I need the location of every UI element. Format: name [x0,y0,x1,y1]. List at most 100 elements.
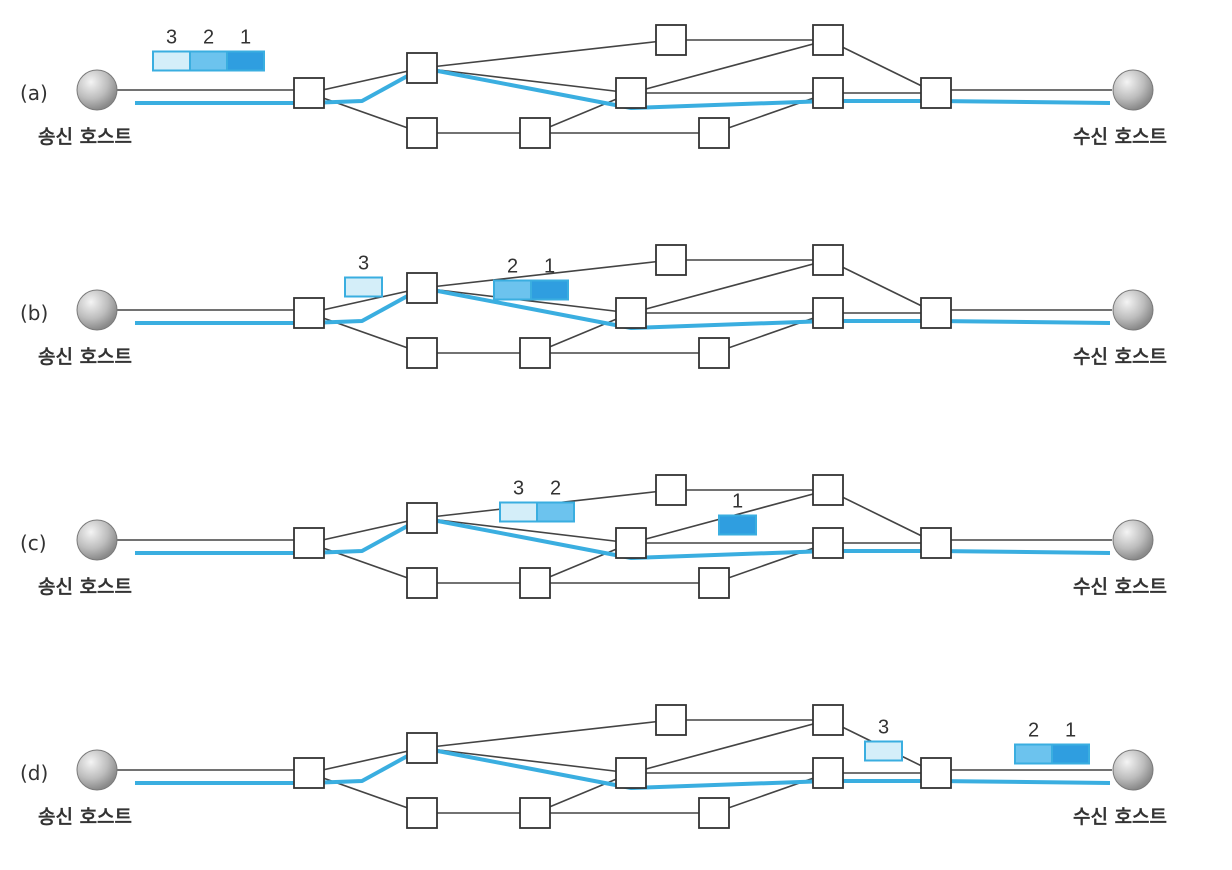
packet-number-3: 3 [358,253,369,275]
packet-1 [1051,743,1090,765]
router-node [615,527,647,559]
router-node [406,52,438,84]
router-node [406,117,438,149]
receiver-host-label: 수신 호스트 [1073,346,1167,368]
router-node [920,527,952,559]
network-link [713,92,829,134]
network-link [534,772,632,814]
network-link [308,542,423,584]
network-link [630,259,829,314]
sender-host [76,519,118,561]
router-node [406,337,438,369]
router-node [812,244,844,276]
network-link [308,517,423,544]
sender-host-label: 송신 호스트 [38,126,132,148]
router-node [615,77,647,109]
router-node [655,474,687,506]
packet-number-1: 1 [732,491,743,513]
panel-c: (c) 송신 호스트 수신 호스트 3 2 1 [20,474,1167,599]
network-link [534,92,632,134]
router-node [812,24,844,56]
router-node [698,797,730,829]
receiver-host [1112,749,1154,791]
router-node [655,704,687,736]
network-link [421,67,632,94]
network-link [713,312,829,354]
packet-3 [499,501,538,523]
network-link [827,259,937,314]
receiver-host-label: 수신 호스트 [1073,806,1167,828]
router-node [812,704,844,736]
packet-3 [864,740,903,762]
packet-3 [344,276,383,298]
network-link [308,287,423,314]
router-node [406,732,438,764]
receiver-host-label: 수신 호스트 [1073,126,1167,148]
router-node [615,757,647,789]
network-link [308,67,423,94]
router-node [698,337,730,369]
network-link [421,39,672,69]
receiver-host [1112,69,1154,111]
packet-1 [226,50,265,72]
network-link [421,259,672,289]
sender-host-label: 송신 호스트 [38,576,132,598]
router-node [406,797,438,829]
router-node [519,797,551,829]
receiver-host [1112,289,1154,331]
network-link [630,719,829,774]
network-link [827,39,937,94]
router-node [293,77,325,109]
router-node [519,337,551,369]
packet-number-2: 2 [1028,720,1039,742]
packet-number-2: 2 [203,27,214,49]
router-node [519,567,551,599]
network-link [421,747,632,774]
router-node [293,757,325,789]
network-link [713,772,829,814]
network-link [713,542,829,584]
packet-number-1: 1 [544,256,555,278]
packet-2 [189,50,228,72]
router-node [920,757,952,789]
network-link [827,489,937,544]
network-link [421,719,672,749]
sender-host [76,289,118,331]
router-node [812,527,844,559]
router-node [812,77,844,109]
packet-number-3: 3 [166,27,177,49]
network-link [421,517,632,544]
network-link [308,92,423,134]
sender-host [76,749,118,791]
sender-host-label: 송신 호스트 [38,806,132,828]
router-node [293,297,325,329]
receiver-host [1112,519,1154,561]
packet-1 [530,279,569,301]
receiver-host-label: 수신 호스트 [1073,576,1167,598]
packet-number-2: 2 [550,478,561,500]
packet-number-2: 2 [507,256,518,278]
packet-number-3: 3 [513,478,524,500]
network-link [308,312,423,354]
router-node [698,117,730,149]
network-link [308,772,423,814]
router-node [812,474,844,506]
router-node [406,272,438,304]
network-link [534,312,632,354]
packet-1 [718,514,757,536]
packet-2 [536,501,575,523]
panel-label: (a) [20,81,48,105]
router-node [406,567,438,599]
router-node [812,757,844,789]
network-link [308,747,423,774]
router-node [812,297,844,329]
panel-label: (c) [20,531,47,555]
network-link [630,39,829,94]
packet-number-3: 3 [878,717,889,739]
router-node [698,567,730,599]
router-node [655,24,687,56]
panel-label: (d) [20,761,48,785]
